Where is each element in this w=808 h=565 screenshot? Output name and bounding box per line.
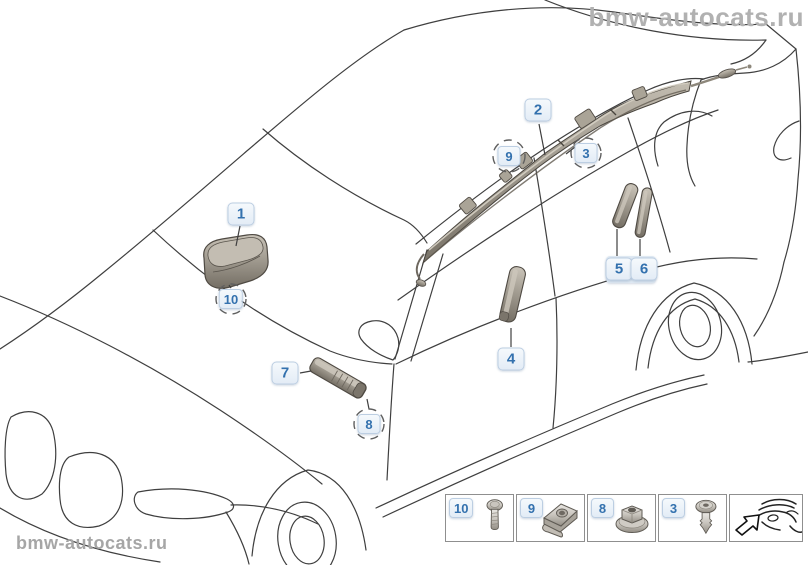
clip-nut-icon [542, 503, 578, 538]
part-5-rear-side-airbag[interactable] [611, 182, 640, 230]
fastener-circle-8 [353, 408, 385, 440]
part-7-side-airbag-front[interactable] [308, 356, 368, 400]
callout-10[interactable]: 10 [218, 289, 244, 309]
plastic-nut-icon [615, 505, 649, 533]
legend-cell-view-location[interactable] [729, 494, 803, 542]
legend-cell-3[interactable]: 3 [658, 494, 727, 542]
callout-1[interactable]: 1 [227, 202, 255, 226]
kidney-grille-left [4, 411, 57, 500]
view-direction-arrow-icon [735, 498, 802, 536]
callout-3[interactable]: 3 [574, 143, 598, 163]
callout-9[interactable]: 9 [497, 146, 521, 166]
side-mirror [358, 320, 400, 361]
part-2-curtain-airbag[interactable] [415, 64, 752, 288]
fastener-legend-strip: 10 9 8 [445, 494, 807, 542]
front-wheel [277, 501, 337, 565]
legend-cell-10[interactable]: 10 [445, 494, 514, 542]
callout-8[interactable]: 8 [357, 414, 381, 434]
part-1-passenger-airbag[interactable] [203, 233, 269, 289]
fastener-circles [215, 137, 602, 440]
watermark-bottom-left: bmw-autocats.ru [16, 533, 168, 553]
part-4-seat-side-airbag[interactable] [498, 265, 527, 323]
legend-label-3: 3 [662, 498, 685, 518]
callout-2[interactable]: 2 [524, 98, 552, 122]
kidney-grille-right [58, 452, 124, 528]
front-wheel-arch [251, 469, 367, 557]
callout-4[interactable]: 4 [497, 347, 525, 371]
callout-6[interactable]: 6 [630, 257, 658, 281]
legend-label-10: 10 [449, 498, 474, 518]
callout-5[interactable]: 5 [605, 257, 633, 281]
legend-label-9: 9 [520, 498, 543, 518]
callout-7[interactable]: 7 [271, 361, 299, 385]
screw-icon [486, 499, 503, 530]
part-6-rear-side-airbag[interactable] [634, 187, 653, 238]
watermark-top-right: bmw-autocats.ru [588, 2, 804, 32]
expanding-rivet-icon [695, 499, 717, 535]
fastener-circle-3 [570, 137, 602, 169]
legend-cell-8[interactable]: 8 [587, 494, 656, 542]
fastener-circle-9 [492, 139, 526, 173]
headlight [133, 488, 235, 520]
legend-label-8: 8 [591, 498, 614, 518]
legend-cell-9[interactable]: 9 [516, 494, 585, 542]
fastener-circle-10 [215, 283, 247, 315]
rear-wheel-arch [635, 282, 753, 371]
leader-lines [228, 123, 641, 410]
rear-wheel [667, 291, 723, 361]
